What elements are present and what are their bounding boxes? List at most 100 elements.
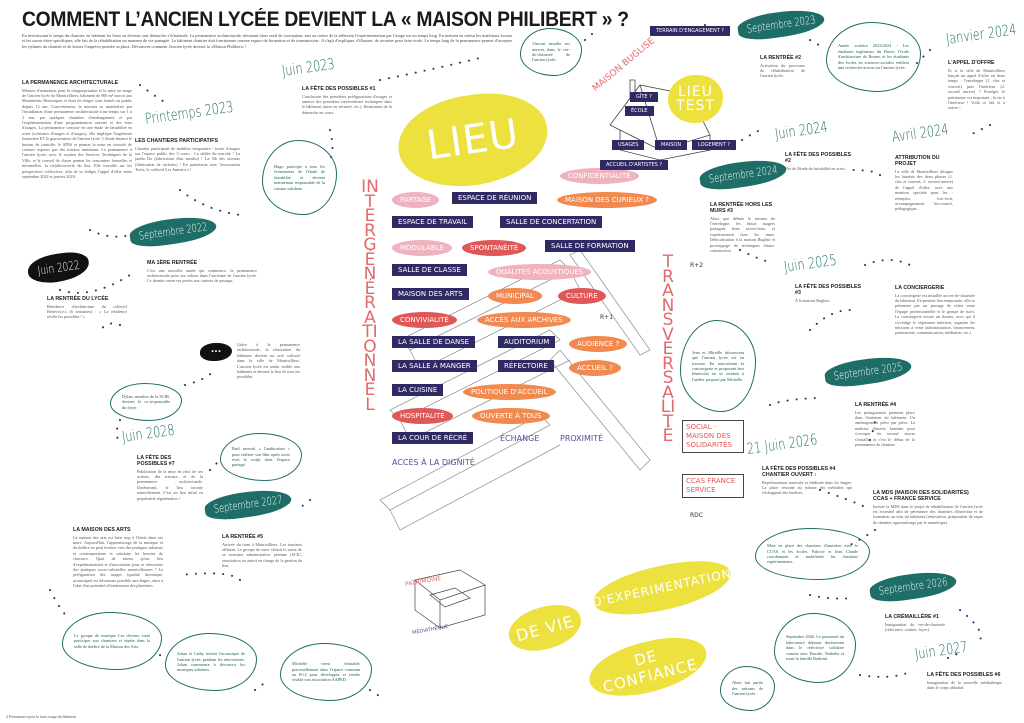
event-description: Conclusion des premières préfigurations … — [302, 93, 392, 115]
room-label: SOCIAL · MAISON DES SOLIDARITÉS — [682, 420, 744, 453]
buglise-label: TERRAIN D'ENGAGEMENT ? — [650, 26, 731, 36]
event-heading: La permanence architecturale — [22, 80, 119, 86]
timeline-event: La MDS (maison des solidarités) CCAS + F… — [873, 490, 983, 525]
event-heading: Ma 1ère rentrée — [147, 260, 198, 266]
event-description: Mission d'animation pour la réappropriat… — [22, 87, 133, 180]
event-heading: La rentrée hors les murs #3 — [710, 202, 773, 214]
quality-tag-orange: MAISON DES CURIEUX ? — [557, 192, 658, 208]
event-description: Arrivée du tram à Montivilliers. Les tou… — [222, 541, 302, 569]
buglise-label: ACCUEIL D'ARTISTES ? — [600, 160, 669, 170]
quality-tag-red: HOSPITALITÉ — [392, 408, 453, 424]
testimony-bubble: Année scolaire 2023/2024 : Les étudiants… — [826, 22, 921, 92]
quality-tag-pink: MODULABLE — [392, 240, 453, 256]
testimony-bubble: Johan et Cathy testent l'acoustique de l… — [165, 633, 257, 691]
floor-label: R+1 — [600, 314, 614, 321]
room-label: SALLE DE CLASSE — [392, 264, 467, 276]
event-heading: La fête des possibles #3 — [795, 284, 862, 296]
buglise-label: MAISON — [655, 140, 688, 150]
testimony-text: Vincent installe ses œuvres dans le rez-… — [532, 41, 570, 63]
timeline-event: La permanence architecturaleMission d'an… — [22, 80, 132, 179]
event-description: Et si la ville de Montivilliers lançait … — [948, 67, 1005, 111]
timeline-event: La fête des possibles #3À la maison Bugl… — [795, 284, 865, 303]
event-description: Chantier participatif de mobilier tempor… — [135, 145, 240, 173]
testimony-bubble: Alain fait partie des artisans de l'anci… — [720, 666, 775, 711]
timeline-event: Grâce à la permanence architecturale, la… — [237, 342, 300, 380]
testimony-bubble: Mise en place des chantiers d'insertion … — [755, 528, 870, 580]
event-description: La ville de Montivilliers désigne les la… — [895, 168, 953, 212]
testimony-bubble: Jean et Mireille découvrent que l'ancien… — [680, 320, 756, 412]
testimony-text: Hugo participe à tous les évènements de … — [274, 163, 325, 191]
event-heading: Attribution du projet — [895, 155, 940, 167]
testimony-text: Paul investit « l'auditorium » pour réal… — [232, 446, 290, 468]
event-description: Fin de l'étude de faisabilité en actes. — [785, 165, 846, 171]
event-description: Représentation musicale et théâtrale dan… — [762, 479, 852, 496]
event-description: Inauguration de la nouvelle médiathèque … — [927, 679, 1002, 690]
event-heading: La MDS (maison des solidarités) CCAS + F… — [873, 490, 969, 502]
room-label: AUDITORIUM — [498, 336, 556, 348]
quality-tag-orange: POLITIQUE D'ACCUEIL — [463, 384, 556, 400]
testimony-bubble: Vincent installe ses œuvres dans le rez-… — [520, 28, 582, 76]
quality-tag-purple: ÉCHANGE — [500, 434, 540, 443]
quality-tag-orange: ACCÈS AUX ARCHIVES — [477, 312, 571, 328]
label-transversalite: TRANSVERSALITÉ — [660, 252, 676, 446]
event-description: Publication de la mise en récit de ses a… — [137, 468, 203, 501]
event-description: La conciergerie est installée au rez-de-… — [895, 292, 975, 336]
timeline-event: La maison des artsLa maison des arts est… — [73, 527, 163, 589]
testimony-bubble: Septembre 2026. Le personnel du laborato… — [774, 613, 856, 683]
quality-tag-pink: PARTAGE — [392, 192, 440, 208]
event-heading: La fête des possibles #4 chantier ouvert… — [762, 466, 836, 478]
quality-tag-red: SPONTANÉITÉ — [462, 240, 527, 256]
timeline-event: Attribution du projetLa ville de Montivi… — [895, 155, 953, 212]
timeline-event: Ma 1ère rentréeC'est une nouvelle année … — [147, 260, 257, 284]
event-heading: La fête des possibles #2 — [785, 152, 852, 164]
label-intergenerationnel: INTERGÉNÉRATIONNEL — [361, 177, 379, 415]
event-heading: Les chantiers participatifs — [135, 138, 218, 144]
page-title: COMMENT L’ANCIEN LYCÉE DEVIENT LA « MAIS… — [22, 8, 629, 31]
testimony-text: Année scolaire 2023/2024 : Les étudiants… — [838, 43, 909, 71]
speech-bubble-lieu-test: LIEU TEST — [668, 75, 723, 123]
quality-tag-pink: CONFIDENTIALITÉ — [560, 168, 639, 184]
testimony-text: Johan et Cathy testent l'acoustique de l… — [177, 651, 245, 673]
quality-tag-purple: PROXIMITÉ — [560, 434, 604, 443]
event-heading: La fête des possibles #6 — [927, 672, 1001, 678]
ellipsis-bubble-icon: ... — [200, 343, 232, 361]
event-heading: La rentrée #4 — [855, 402, 897, 408]
room-label: SALLE DE CONCERTATION — [500, 216, 603, 228]
testimony-bubble: Hugo participe à tous les évènements de … — [262, 140, 337, 215]
testimony-text: Michelle vient s'installer ponctuellemen… — [292, 661, 360, 683]
event-description: Inclure la MDS dans le projet de réhabil… — [873, 503, 983, 525]
testimony-text: Alain fait partie des artisans de l'anci… — [732, 680, 763, 697]
event-description: Inauguration du rez-de-chaussée (réfecto… — [885, 621, 945, 632]
event-description: À la maison Buglise. — [795, 297, 831, 303]
testimony-text: Jean et Mireille découvrent que l'ancien… — [692, 349, 744, 382]
room-label: ESPACE DE TRAVAIL — [392, 216, 474, 228]
intro-text: En investissant le temps du chantier, en… — [22, 33, 512, 49]
room-label: LA COUR DE RÉCRÉ — [392, 432, 474, 444]
testimony-bubble: Le groupe de musique Les rêveurs vient p… — [62, 612, 162, 670]
event-heading: La maison des arts — [73, 527, 131, 533]
testimony-text: Septembre 2026. Le personnel du laborato… — [786, 634, 844, 662]
event-description: Résidence d'architecture du collectif Bé… — [47, 303, 127, 320]
event-heading: La rentrée #2 — [760, 55, 802, 61]
event-heading: La crémaillère #1 — [885, 614, 939, 620]
quality-tag-red: CULTURE — [558, 288, 606, 304]
quality-tag-orange: MUNICIPAL — [488, 288, 542, 304]
event-heading: La fête des possibles #1 — [302, 86, 376, 92]
event-description: C'est une nouvelle année qui commence, l… — [147, 267, 257, 284]
room-label: MAISON DES ARTS — [392, 288, 469, 300]
room-label: SALLE DE FORMATION — [545, 240, 635, 252]
quality-tag-orange: ACCUEIL ? — [569, 360, 621, 376]
event-heading: La rentrée du lycée — [47, 296, 109, 302]
buglise-label: LOGEMENT ? — [692, 140, 737, 150]
testimony-text: Dylan, membre de la SCIB, devient le co-… — [122, 393, 170, 410]
timeline-event: La fête des possibles #4 chantier ouvert… — [762, 466, 852, 496]
event-heading: L'appel d'offre — [948, 60, 995, 66]
event-description: La maison des arts est bien trop à l'étr… — [73, 534, 163, 589]
